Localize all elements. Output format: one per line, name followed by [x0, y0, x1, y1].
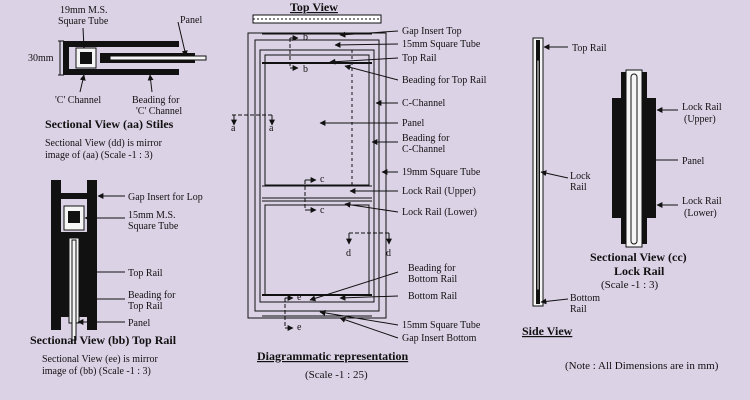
top-view-strip: [252, 14, 382, 24]
cc-lock-upper-label-2: (Upper): [684, 114, 716, 125]
center-labels: Gap Insert Top 15mm Square Tube Top Rail…: [402, 26, 487, 344]
aa-c-channel-label: 'C' Channel: [55, 95, 101, 106]
label-bottom-rail: Bottom Rail: [408, 291, 457, 302]
side-top-rail-label: Top Rail: [572, 43, 607, 54]
bb-panel-label: Panel: [128, 318, 150, 329]
cc-lock-lower-label: Lock Rail: [682, 196, 722, 207]
bb-note-1: Sectional View (ee) is mirror: [42, 354, 159, 365]
label-panel: Panel: [402, 118, 424, 129]
side-lock-rail-label-2: Rail: [570, 182, 587, 193]
section-e-top: e: [297, 292, 302, 303]
top-view-title: Top View: [290, 0, 338, 14]
label-beading-bottom: Beading for: [408, 263, 456, 274]
section-c-top: c: [320, 174, 325, 185]
door-elevation: [231, 30, 399, 339]
section-a-left: a: [231, 123, 236, 134]
aa-note-1: Sectional View (dd) is mirror: [45, 138, 163, 149]
label-c-channel: C-Channel: [402, 98, 446, 109]
section-a-right: a: [269, 123, 274, 134]
section-e-bottom: e: [297, 322, 302, 333]
label-15mm-tube-bottom: 15mm Square Tube: [402, 320, 481, 331]
bb-title: Sectional View (bb) Top Rail: [30, 333, 177, 347]
section-d-right: d: [386, 248, 391, 259]
bb-tube-label: 15mm M.S.: [128, 210, 176, 221]
section-d-left: d: [346, 248, 351, 259]
side-bottom-rail-label-2: Rail: [570, 304, 587, 315]
label-lock-rail-lower: Lock Rail (Lower): [402, 207, 477, 218]
side-view-title: Side View: [522, 324, 573, 338]
side-lock-rail-label: Lock: [570, 171, 591, 182]
section-cc-drawing: [612, 69, 678, 248]
aa-title: Sectional View (aa) Stiles: [45, 117, 174, 131]
section-aa-drawing: [58, 21, 207, 93]
side-view-drawing: [532, 37, 569, 307]
diagram-title: Diagrammatic representation: [257, 349, 409, 363]
bb-tube-label-2: Square Tube: [128, 221, 179, 232]
label-beading-c-channel: Beading for: [402, 133, 450, 144]
dimensions-note: (Note : All Dimensions are in mm): [565, 360, 719, 372]
aa-note-2: image of (aa) (Scale -1 : 3): [45, 150, 153, 161]
cc-lock-upper-label: Lock Rail: [682, 102, 722, 113]
aa-tube-label-2: Square Tube: [58, 16, 109, 27]
label-top-rail: Top Rail: [402, 53, 437, 64]
label-lock-rail-upper: Lock Rail (Upper): [402, 186, 476, 197]
bb-note-2: image of (bb) (Scale -1 : 3): [42, 366, 151, 377]
aa-dimension-label: 30mm: [28, 53, 54, 64]
bb-beading-label-2: Top Rail: [128, 301, 163, 312]
label-19mm-tube: 19mm Square Tube: [402, 167, 481, 178]
cc-scale: (Scale -1 : 3): [601, 279, 658, 291]
diagram-scale: (Scale -1 : 25): [305, 369, 368, 381]
section-c-bottom: c: [320, 205, 325, 216]
label-beading-bottom-2: Bottom Rail: [408, 274, 457, 285]
aa-beading-label-2: 'C' Channel: [136, 106, 182, 117]
section-bb-drawing: [51, 180, 125, 341]
label-15mm-tube-top: 15mm Square Tube: [402, 39, 481, 50]
label-beading-c-channel-2: C-Channel: [402, 144, 446, 155]
cc-title: Sectional View (cc): [590, 250, 687, 264]
label-beading-top-rail: Beading for Top Rail: [402, 75, 487, 86]
cc-lock-lower-label-2: (Lower): [684, 208, 717, 219]
bb-top-rail-label: Top Rail: [128, 268, 163, 279]
bb-beading-label: Beading for: [128, 290, 176, 301]
aa-beading-label: Beading for: [132, 95, 180, 106]
cc-title-2: Lock Rail: [614, 264, 665, 278]
label-gap-insert-bottom: Gap Insert Bottom: [402, 333, 477, 344]
cc-panel-label: Panel: [682, 156, 704, 167]
section-b-bottom: b: [303, 64, 308, 75]
side-bottom-rail-label: Bottom: [570, 293, 600, 304]
bb-gap-label: Gap Insert for Lop: [128, 192, 203, 203]
aa-panel-label: Panel: [180, 15, 202, 26]
section-b-top: b: [303, 32, 308, 43]
aa-tube-label: 19mm M.S.: [60, 5, 108, 16]
label-gap-insert-top: Gap Insert Top: [402, 26, 462, 37]
